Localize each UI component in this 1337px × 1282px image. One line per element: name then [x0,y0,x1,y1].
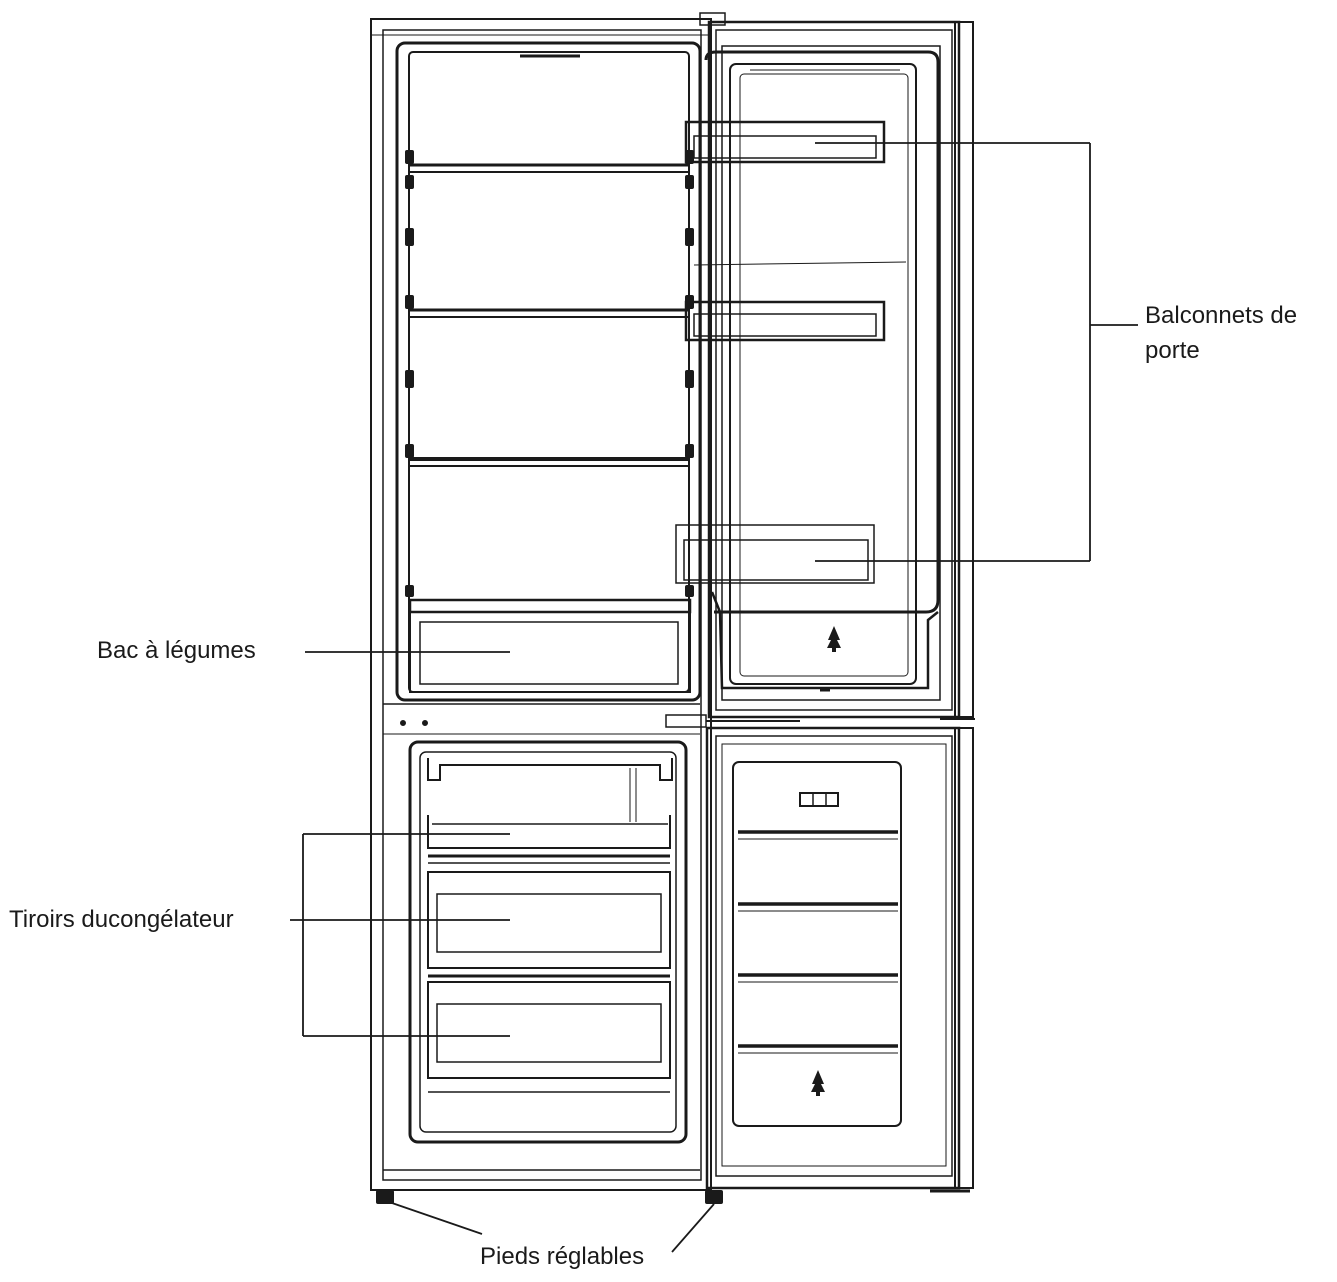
crisper-drawer [408,598,692,693]
snowflake-icon [827,626,841,652]
adjustable-feet-label: Pieds réglables [480,1243,645,1270]
door-balcony-top [684,120,886,164]
freezer-drawer-top [427,815,671,864]
shelf-bottom [410,457,690,467]
cabinet-body [370,18,712,1191]
door-balconies-label-line1: Balconnets de [1145,302,1298,329]
freezer-compartment [408,740,688,1144]
door-bottle-bin [710,591,939,692]
door-balcony-bottom [675,524,875,584]
freezer-drawer-bottom [427,981,671,1093]
door-balconies-label-line2: porte [1145,337,1200,364]
snowflake-icon [811,1070,825,1096]
freezer-drawer-middle [427,871,671,978]
fridge-compartment [395,41,702,702]
fridge-door [699,12,974,719]
adjustable-foot-left [376,1190,394,1204]
shelf-top [410,163,690,173]
control-strip [383,703,700,735]
freezer-drawers-label: Tiroirs ducongélateur [9,906,234,933]
tiroirs-leader [290,833,510,1037]
freezer-door-display [799,792,839,807]
door-rail [693,261,907,266]
shelf-middle [410,308,690,318]
adjustable-foot-right [705,1190,723,1204]
balconnets-leader [815,142,1138,562]
freezer-door [705,726,974,1190]
middle-hinge [665,714,975,728]
door-balconies-label: Balconnets de porte [1145,298,1297,368]
pieds-leader [391,1202,715,1253]
crisper-label: Bac à légumes [97,637,256,664]
door-balcony-middle [684,300,886,342]
shelf-brackets [405,150,694,597]
